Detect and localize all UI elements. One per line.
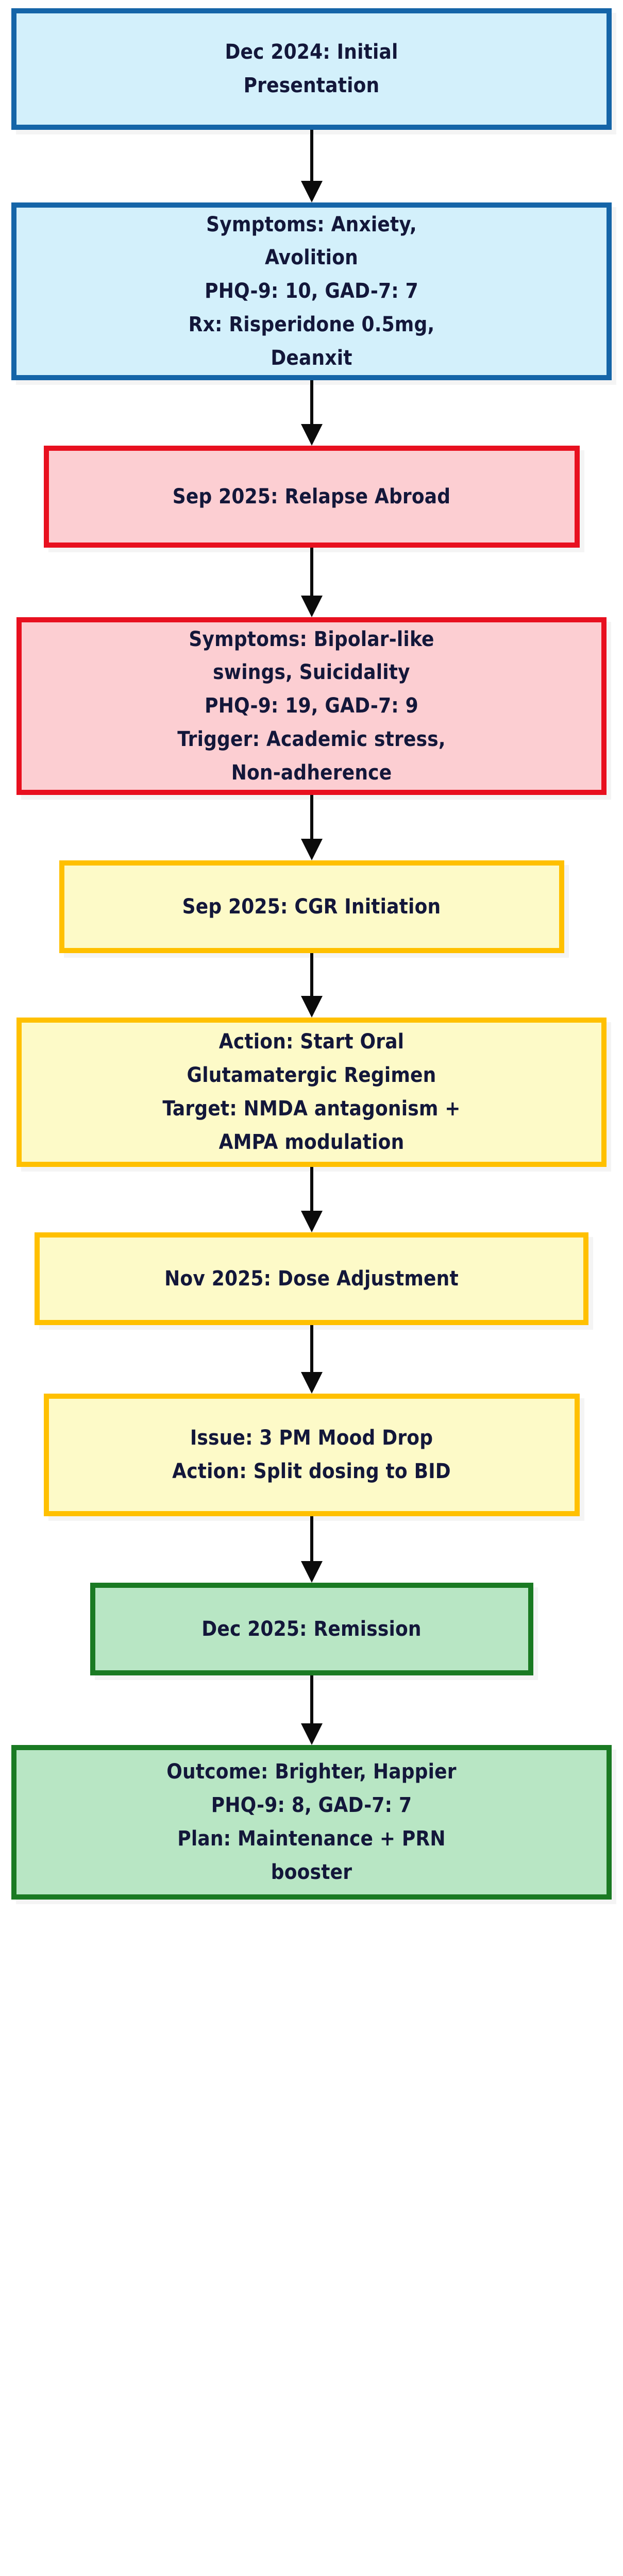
arrow-head-icon	[300, 839, 323, 860]
arrow-shaft	[310, 130, 313, 181]
arrow-head-icon	[300, 596, 323, 617]
node-outcome[interactable]: Outcome: Brighter, Happier PHQ-9: 8, GAD…	[11, 1745, 612, 1900]
arrow-head-icon	[300, 996, 323, 1018]
arrow-cgr-initiation-to-cgr-action	[300, 953, 323, 1018]
node-line: Outcome: Brighter, Happier	[166, 1760, 457, 1784]
node-relapse-abroad[interactable]: Sep 2025: Relapse Abroad	[43, 446, 580, 548]
arrow-head-icon	[300, 424, 323, 446]
node-cgr-initiation[interactable]: Sep 2025: CGR Initiation	[59, 860, 564, 953]
node-line: AMPA modulation	[218, 1130, 405, 1154]
node-line: Trigger: Academic stress,	[177, 727, 446, 751]
arrow-initial-details-to-relapse-abroad	[300, 380, 323, 446]
node-line: Dec 2025: Remission	[201, 1617, 422, 1641]
node-line: Sep 2025: CGR Initiation	[182, 894, 441, 919]
arrow-head-icon	[300, 181, 323, 202]
node-line: Glutamatergic Regimen	[187, 1063, 436, 1088]
arrow-shaft	[310, 380, 313, 425]
arrow-head-icon	[300, 1372, 323, 1394]
arrow-shaft	[310, 1167, 313, 1211]
node-line: Target: NMDA antagonism +	[162, 1097, 461, 1121]
arrow-relapse-abroad-to-relapse-details	[300, 548, 323, 617]
node-line: Issue: 3 PM Mood Drop	[190, 1426, 433, 1450]
node-line: PHQ-9: 8, GAD-7: 7	[211, 1793, 412, 1818]
node-line: Symptoms: Anxiety,	[206, 212, 417, 236]
node-line: booster	[271, 1860, 352, 1884]
node-remission[interactable]: Dec 2025: Remission	[90, 1583, 533, 1675]
node-line: Rx: Risperidone 0.5mg,	[188, 312, 435, 336]
node-line: Sep 2025: Relapse Abroad	[172, 484, 451, 509]
node-initial-presentation[interactable]: Dec 2024: Initial Presentation	[11, 8, 612, 130]
arrow-dose-issue-to-remission	[300, 1516, 323, 1583]
node-line: Deanxit	[271, 346, 352, 370]
arrow-shaft	[310, 1325, 313, 1372]
node-initial-details[interactable]: Symptoms: Anxiety, Avolition PHQ-9: 10, …	[11, 202, 612, 380]
node-line: Dec 2024: Initial	[225, 40, 398, 64]
arrow-shaft	[310, 1675, 313, 1724]
node-dose-adjustment[interactable]: Nov 2025: Dose Adjustment	[35, 1232, 588, 1325]
node-line: Presentation	[243, 74, 380, 97]
arrow-remission-to-outcome	[300, 1675, 323, 1745]
node-line: Non-adherence	[231, 760, 392, 785]
node-line: PHQ-9: 19, GAD-7: 9	[205, 694, 418, 718]
arrow-shaft	[310, 1516, 313, 1562]
node-line: Nov 2025: Dose Adjustment	[164, 1266, 459, 1291]
arrow-relapse-details-to-cgr-initiation	[300, 795, 323, 860]
node-line: Plan: Maintenance + PRN	[177, 1827, 446, 1851]
arrow-dose-adjustment-to-dose-issue	[300, 1325, 323, 1394]
arrow-shaft	[310, 548, 313, 596]
arrow-shaft	[310, 953, 313, 996]
flowchart-container: Dec 2024: Initial Presentation Symptoms:…	[11, 8, 612, 1900]
arrow-head-icon	[300, 1211, 323, 1232]
node-line: Symptoms: Bipolar-like	[189, 627, 434, 651]
arrow-head-icon	[300, 1561, 323, 1583]
node-relapse-details[interactable]: Symptoms: Bipolar-like swings, Suicidali…	[16, 617, 607, 795]
arrow-head-icon	[300, 1723, 323, 1745]
node-line: Action: Split dosing to BID	[172, 1460, 451, 1483]
node-line: PHQ-9: 10, GAD-7: 7	[205, 279, 418, 303]
node-line: Action: Start Oral	[218, 1030, 405, 1054]
arrow-shaft	[310, 795, 313, 839]
node-line: Avolition	[265, 246, 358, 270]
node-cgr-action[interactable]: Action: Start Oral Glutamatergic Regimen…	[16, 1018, 607, 1167]
arrow-initial-presentation-to-initial-details	[300, 130, 323, 202]
arrow-cgr-action-to-dose-adjustment	[300, 1167, 323, 1232]
node-line: swings, Suicidality	[213, 660, 410, 685]
node-dose-issue[interactable]: Issue: 3 PM Mood Drop Action: Split dosi…	[43, 1394, 580, 1516]
